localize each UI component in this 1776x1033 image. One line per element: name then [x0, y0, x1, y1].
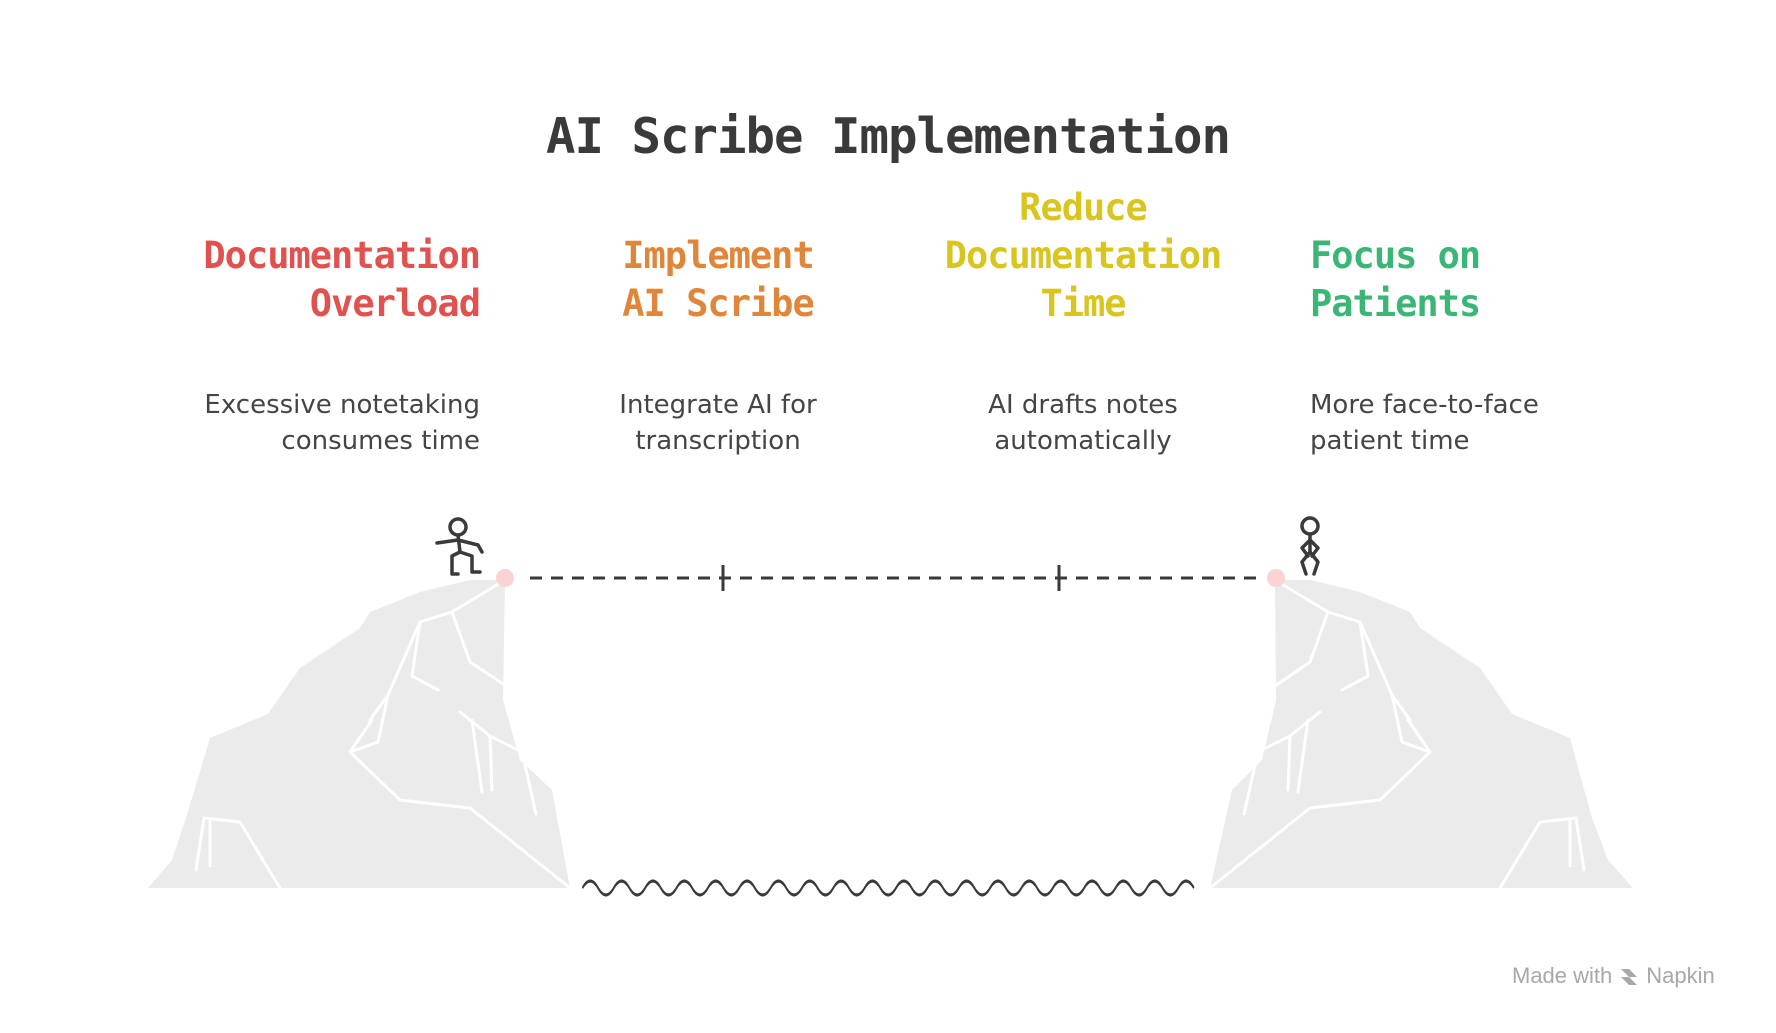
stage-description: Integrate AI for transcription	[619, 390, 817, 456]
stage-focus-on-patients: Focus on Patients More face-to-face pati…	[1310, 232, 1650, 456]
napkin-watermark: Made with Napkin	[1512, 963, 1715, 989]
water-wave-line	[581, 879, 1195, 897]
stick-figure-stepping-icon	[435, 517, 484, 576]
stage-heading: Reduce Documentation Time	[944, 186, 1223, 325]
right-cliff	[1208, 578, 1633, 890]
stage-description: AI drafts notes automatically	[988, 390, 1178, 456]
stage-description: More face-to-face patient time	[1310, 390, 1539, 456]
stick-figure-standing-icon	[1300, 516, 1320, 576]
napkin-logo-icon	[1621, 969, 1638, 985]
stage-heading: Documentation Overload	[203, 234, 481, 325]
diagram-title: AI Scribe Implementation	[545, 108, 1231, 165]
stage-implement-ai-scribe: Implement AI Scribe Integrate AI for tra…	[548, 232, 888, 456]
made-with-label: Made with	[1512, 963, 1613, 988]
napkin-brand-label: Napkin	[1646, 963, 1715, 988]
left-cliff	[148, 578, 572, 890]
right-anchor-dot	[1267, 569, 1285, 587]
stage-description: Excessive notetaking consumes time	[204, 390, 480, 456]
stage-documentation-overload: Documentation Overload Excessive notetak…	[140, 232, 481, 456]
stage-reduce-documentation-time: Reduce Documentation Time AI drafts note…	[908, 184, 1258, 456]
stage-heading: Focus on Patients	[1310, 234, 1481, 325]
left-anchor-dot	[496, 569, 514, 587]
dashed-bridge-line	[530, 565, 1265, 591]
stage-heading: Implement AI Scribe	[622, 234, 814, 325]
